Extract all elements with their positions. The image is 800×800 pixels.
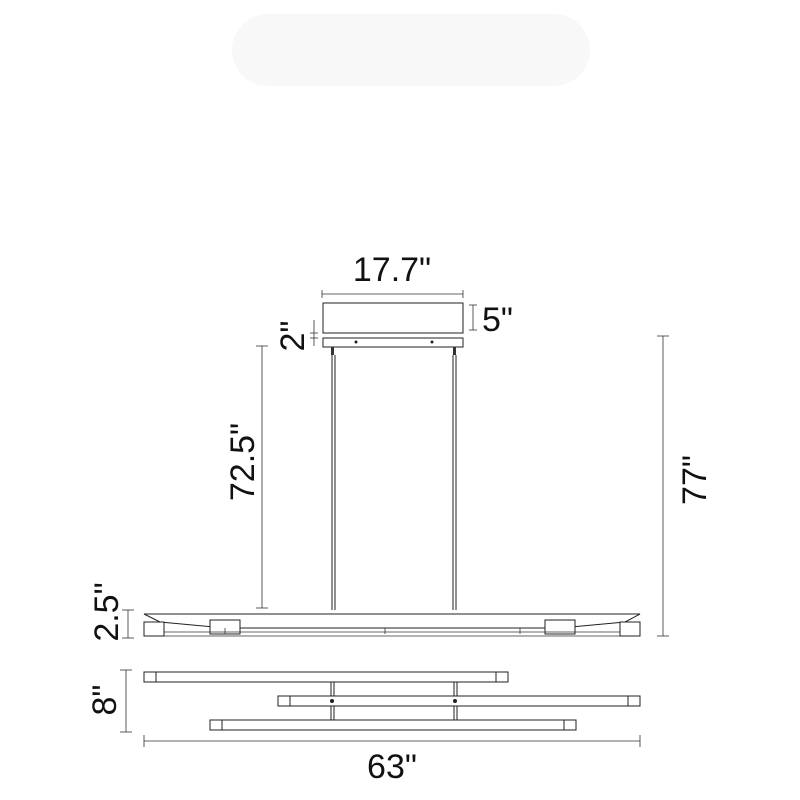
- overall-height-label: 77": [676, 455, 714, 505]
- depth-label: 8": [86, 685, 124, 716]
- suspension-rods: [331, 347, 457, 610]
- fixture-height-label: 2.5": [88, 582, 126, 641]
- overall-length-dimension: [143, 735, 641, 747]
- overall-length-label: 63": [367, 748, 417, 786]
- fixture-height-dimension: [122, 609, 134, 639]
- overall-height-dimension: [657, 335, 669, 637]
- depth-dimension: [120, 669, 132, 733]
- canopy-width-label: 17.7": [353, 251, 431, 289]
- faint-watermark: [232, 14, 590, 86]
- rod-length-dimension: [256, 345, 268, 609]
- rod-length-label: 72.5": [224, 423, 262, 501]
- canopy-height-label: 5": [482, 301, 513, 339]
- fixture-top-view: [143, 671, 641, 731]
- canopy: [310, 290, 477, 348]
- canopy-gap-label: 2": [274, 321, 312, 352]
- fixture-side-view: [143, 613, 641, 637]
